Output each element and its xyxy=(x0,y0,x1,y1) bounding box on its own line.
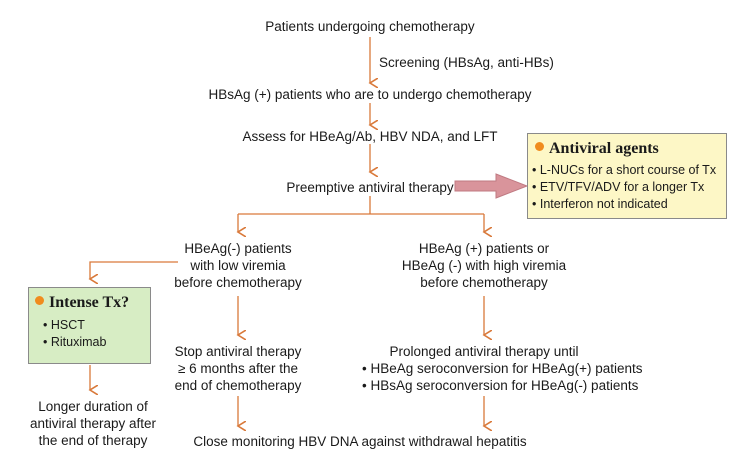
intense-item-2: • Rituximab xyxy=(43,335,107,349)
antiviral-agents-box: Antiviral agents • L-NUCs for a short co… xyxy=(527,133,727,219)
node-assess: Assess for HBeAg/Ab, HBV NDA, and LFT xyxy=(242,129,498,144)
left-branch-line-1: HBeAg(-) patients xyxy=(184,241,292,256)
right-branch-line-3: before chemotherapy xyxy=(420,275,548,290)
antiviral-item-1: • L-NUCs for a short course of Tx xyxy=(532,163,717,177)
node-hbsag-positive: HBsAg (+) patients who are to undergo ch… xyxy=(208,87,532,102)
node-right-branch: HBeAg (+) patients or HBeAg (-) with hig… xyxy=(384,240,584,291)
node-screening: Screening (HBsAg, anti-HBs) xyxy=(379,55,554,70)
connector-lines xyxy=(90,37,484,426)
bullet-dot-icon xyxy=(35,296,44,305)
node-preemptive: Preemptive antiviral therapy xyxy=(286,180,454,195)
stop-therapy-line-2: ≥ 6 months after the xyxy=(178,361,298,376)
prolonged-item-1: • HBeAg seroconversion for HBeAg(+) pati… xyxy=(362,361,643,376)
antiviral-item-3: • Interferon not indicated xyxy=(532,197,668,211)
antiviral-title-text: Antiviral agents xyxy=(549,140,659,157)
longer-duration-line-1: Longer duration of xyxy=(38,399,148,414)
bullet-dot-icon xyxy=(535,142,544,151)
antiviral-item-2: • ETV/TFV/ADV for a longer Tx xyxy=(532,180,705,194)
prolonged-item-2: • HBsAg seroconversion for HBeAg(-) pati… xyxy=(362,378,639,393)
intense-item-1: • HSCT xyxy=(43,318,85,332)
node-prolonged-items: • HBeAg seroconversion for HBeAg(+) pati… xyxy=(362,360,643,394)
node-close-monitoring: Close monitoring HBV DNA against withdra… xyxy=(193,434,527,449)
stop-therapy-line-3: end of chemotherapy xyxy=(174,378,302,393)
stop-therapy-line-1: Stop antiviral therapy xyxy=(174,344,302,359)
node-stop-therapy: Stop antiviral therapy ≥ 6 months after … xyxy=(158,343,318,394)
intense-box-title: Intense Tx? xyxy=(35,293,150,313)
longer-duration-line-3: the end of therapy xyxy=(38,433,148,448)
intense-title-text: Intense Tx? xyxy=(49,294,130,311)
right-branch-line-1: HBeAg (+) patients or xyxy=(418,241,550,256)
intense-tx-box: Intense Tx? • HSCT • Rituximab xyxy=(28,287,151,364)
left-branch-line-2: with low viremia xyxy=(190,258,286,273)
antiviral-box-title: Antiviral agents xyxy=(532,139,726,159)
longer-duration-line-2: antiviral therapy after xyxy=(29,416,157,431)
node-longer-duration: Longer duration of antiviral therapy aft… xyxy=(18,398,168,449)
node-left-branch: HBeAg(-) patients with low viremia befor… xyxy=(148,240,328,291)
big-pointer-arrow xyxy=(454,173,529,199)
left-branch-line-3: before chemotherapy xyxy=(174,275,302,290)
arrow-left-to-intense xyxy=(90,261,178,279)
right-branch-line-2: HBeAg (-) with high viremia xyxy=(401,258,567,273)
node-prolonged: Prolonged antiviral therapy until xyxy=(389,344,579,359)
node-top: Patients undergoing chemotherapy xyxy=(265,19,475,34)
